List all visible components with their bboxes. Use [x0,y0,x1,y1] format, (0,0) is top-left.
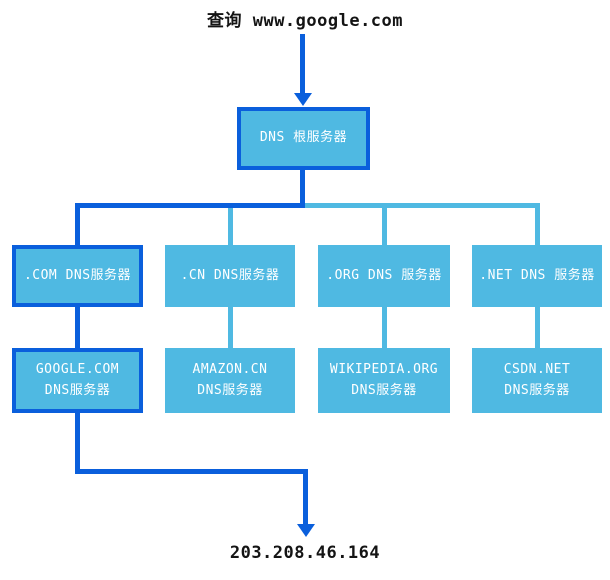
resolved-ip-address: 203.208.46.164 [229,543,381,563]
node-com-dns-server: .COM DNS服务器 [12,245,143,307]
connector-bus-to-com [75,203,80,245]
node-google-com-dns-server: GOOGLE.COM DNS服务器 [12,348,143,413]
connector-to-ip [303,469,308,525]
connector-query-to-root [300,34,305,94]
node-wikipedia-org-dns-server: WIKIPEDIA.ORG DNS服务器 [318,348,450,413]
bus-line-highlighted [75,203,305,208]
node-csdn-net-dns-server: CSDN.NET DNS服务器 [472,348,602,413]
connector-com-to-google [75,307,80,348]
node-cn-dns-server: .CN DNS服务器 [165,245,295,307]
connector-bus-to-org [382,207,387,245]
arrowhead-down-icon [294,93,312,106]
connector-cn-to-amazon [228,307,233,348]
connector-bus-to-cn [228,207,233,245]
node-dns-root-server: DNS 根服务器 [237,107,370,170]
node-amazon-cn-dns-server: AMAZON.CN DNS服务器 [165,348,295,413]
connector-google-down [75,413,80,473]
connector-org-to-wikipedia [382,307,387,348]
connector-root-to-bus [300,170,305,207]
node-org-dns-server: .ORG DNS 服务器 [318,245,450,307]
arrowhead-down-icon [297,524,315,537]
connector-bus-to-net [535,203,540,245]
node-net-dns-server: .NET DNS 服务器 [472,245,602,307]
query-title: 查询 www.google.com [206,11,404,31]
connector-net-to-csdn [535,307,540,348]
connector-google-right [75,469,308,474]
bus-line [305,203,540,208]
